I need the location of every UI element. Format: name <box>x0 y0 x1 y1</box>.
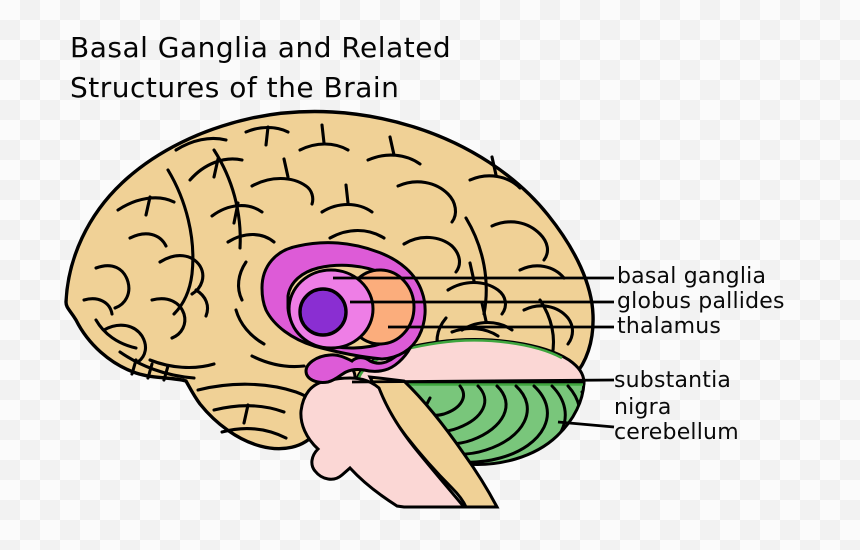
pointer-line-cerebellum <box>557 420 615 429</box>
diagram-title-line2: Structures of the Brain <box>70 71 400 104</box>
label-basal-ganglia: basal ganglia <box>617 264 767 289</box>
label-substantia-nigra-line1: substantia <box>614 368 732 393</box>
label-thalamus: thalamus <box>617 314 722 339</box>
diagram-title-line1: Basal Ganglia and Related <box>70 31 452 64</box>
label-globus-pallides: globus pallides <box>617 289 785 314</box>
globus-pallidus-shape <box>298 287 348 337</box>
caudate-tail <box>304 327 416 384</box>
pointer-line-substantia-nigra <box>351 378 615 384</box>
diagram-title: Basal Ganglia and Related Structures of … <box>70 28 451 108</box>
label-cerebellum: cerebellum <box>614 420 739 445</box>
pointer-lines <box>333 276 615 429</box>
cerebrum-sulci <box>82 123 575 440</box>
label-substantia-nigra-line2: nigra <box>614 395 672 420</box>
label-substantia-nigra: substantia nigra <box>614 367 731 421</box>
